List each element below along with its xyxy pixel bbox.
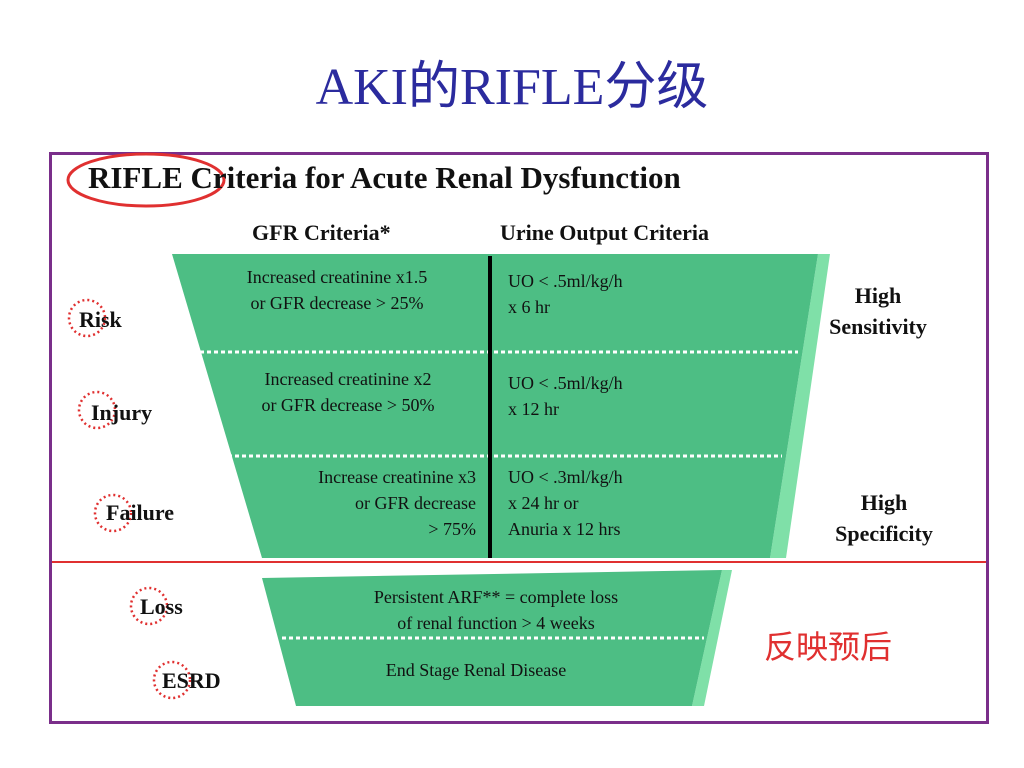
stage-label-injury: Injury (91, 400, 153, 425)
funnel-lower-bevel (692, 570, 732, 706)
side-label-high-specificity: High Specificity (835, 490, 933, 546)
esrd-letter-circle-icon (152, 660, 192, 700)
stage-label-loss: Loss (140, 594, 183, 619)
failure-letter-circle-icon (93, 493, 133, 533)
injury-urine-criteria: UO < .5ml/kg/h x 12 hr (508, 373, 623, 419)
failure-gfr-criteria: Increase creatinine x3 or GFR decrease >… (318, 467, 476, 539)
figure-title: RIFLE Criteria for Acute Renal Dysfuncti… (88, 160, 681, 195)
figure-frame (49, 152, 989, 724)
risk-letter-circle-icon (67, 298, 107, 338)
stage-label-risk: Risk (79, 307, 122, 332)
injury-gfr-criteria: Increased creatinine x2 or GFR decrease … (261, 369, 435, 415)
failure-urine-criteria: UO < .3ml/kg/h x 24 hr or Anuria x 12 hr… (508, 467, 623, 539)
funnel-upper-bevel (770, 254, 830, 558)
injury-letter-circle-icon (77, 390, 117, 430)
column-header-gfr: GFR Criteria* (252, 220, 391, 245)
loss-criteria: Persistent ARF** = complete loss of rena… (373, 587, 619, 633)
side-label-high-sensitivity: High Sensitivity (829, 283, 927, 339)
loss-letter-circle-icon (129, 586, 169, 626)
esrd-criteria: End Stage Renal Disease (385, 660, 567, 680)
slide-title: AKI的RIFLE分级 (315, 59, 709, 116)
prognosis-note: 反映预后 (764, 628, 893, 666)
stage-label-esrd: ESRD (162, 668, 221, 693)
funnel-upper (172, 254, 818, 558)
column-header-urine: Urine Output Criteria (500, 220, 709, 245)
stage-label-failure: Failure (106, 500, 175, 525)
red-divider-line (52, 561, 986, 563)
risk-urine-criteria: UO < .5ml/kg/h x 6 hr (508, 271, 623, 317)
risk-gfr-criteria: Increased creatinine x1.5 or GFR decreas… (246, 267, 428, 313)
rifle-circle-icon (66, 152, 226, 208)
